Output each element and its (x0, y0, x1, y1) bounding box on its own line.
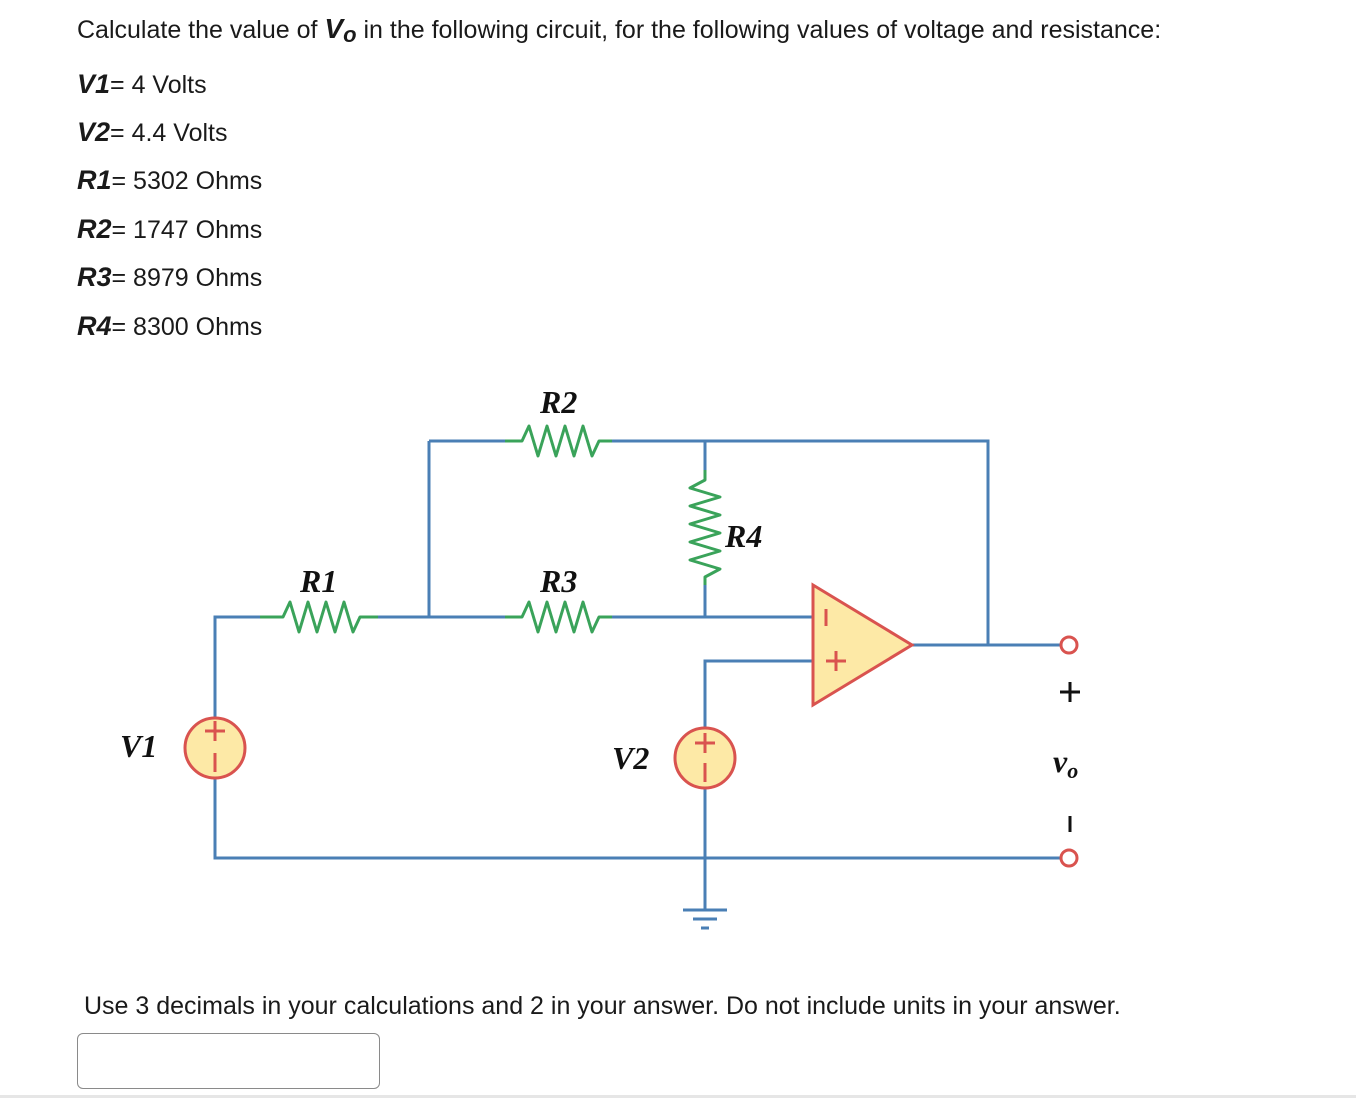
output-terminal-top (1059, 635, 1079, 655)
param-r2: R2= 1747 Ohms (77, 213, 262, 246)
param-name: V2 (77, 117, 111, 147)
param-r3: R3= 8979 Ohms (77, 261, 262, 294)
label-vo-sub: o (1067, 758, 1078, 783)
label-r3: R3 (539, 563, 577, 599)
resistor-r2 (505, 424, 612, 458)
label-v1: V1 (120, 728, 157, 764)
vo-subscript: o (343, 22, 357, 47)
source-v1-circle (183, 716, 247, 780)
param-r1: R1= 5302 Ohms (77, 164, 262, 197)
param-name: R2 (77, 214, 112, 244)
resistor-r1 (260, 600, 378, 634)
circuit-diagram: R2 R3 R1 R4 V1 V2 vo (120, 384, 1080, 930)
param-v1: V1= 4 Volts (77, 68, 207, 101)
instructions-text: Use 3 decimals in your calculations and … (84, 992, 1121, 1020)
param-value: = 4 Volts (110, 71, 207, 99)
label-r1: R1 (299, 563, 337, 599)
opamp-body (811, 582, 915, 708)
question-suffix: in the following circuit, for the follow… (356, 16, 1162, 44)
label-vo-main: v (1053, 743, 1068, 779)
bottom-divider (0, 1095, 1356, 1098)
resistor-r4 (688, 470, 722, 585)
label-r2: R2 (539, 384, 577, 420)
param-value: = 8300 Ohms (111, 313, 263, 341)
label-r4: R4 (724, 518, 762, 554)
resistor-r3 (505, 600, 612, 634)
param-v2: V2= 4.4 Volts (77, 116, 227, 149)
source-v1 (183, 716, 247, 780)
output-polarity (1060, 682, 1080, 832)
wire-r2-to-output (605, 439, 990, 645)
param-value: = 8979 Ohms (111, 264, 263, 292)
output-terminals (1059, 635, 1079, 868)
source-v2-circle (673, 726, 737, 790)
param-name: R3 (77, 262, 112, 292)
answer-input[interactable] (77, 1033, 380, 1089)
output-terminal-bottom (1059, 848, 1079, 868)
question-prefix: Calculate the value of (77, 16, 325, 44)
param-name: R4 (77, 311, 112, 341)
param-value: = 1747 Ohms (111, 216, 263, 244)
param-r4: R4= 8300 Ohms (77, 310, 262, 343)
wire-v1-to-ground-rail (213, 768, 1060, 860)
wires (213, 439, 1062, 910)
wire-v1-to-r1 (213, 615, 260, 728)
param-name: R1 (77, 165, 112, 195)
source-v2 (673, 726, 737, 790)
wire-noninv-to-v2 (703, 659, 813, 728)
question-text: Calculate the value of Vo in the followi… (77, 12, 1161, 48)
param-value: = 5302 Ohms (111, 167, 263, 195)
param-name: V1 (77, 69, 111, 99)
label-v2: V2 (612, 740, 649, 776)
vo-symbol: V (324, 13, 344, 44)
opamp (811, 582, 915, 708)
resistors (260, 424, 722, 634)
label-vo: vo (1053, 743, 1078, 783)
param-value: = 4.4 Volts (110, 119, 228, 147)
ground-symbol (683, 908, 727, 930)
